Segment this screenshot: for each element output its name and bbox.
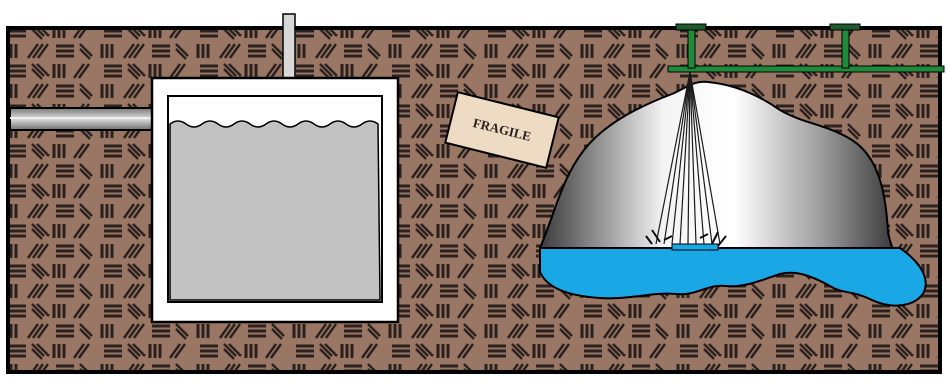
- tank-liquid: [170, 121, 380, 300]
- puddle-splash: [672, 244, 718, 250]
- septic-tank: [152, 78, 398, 322]
